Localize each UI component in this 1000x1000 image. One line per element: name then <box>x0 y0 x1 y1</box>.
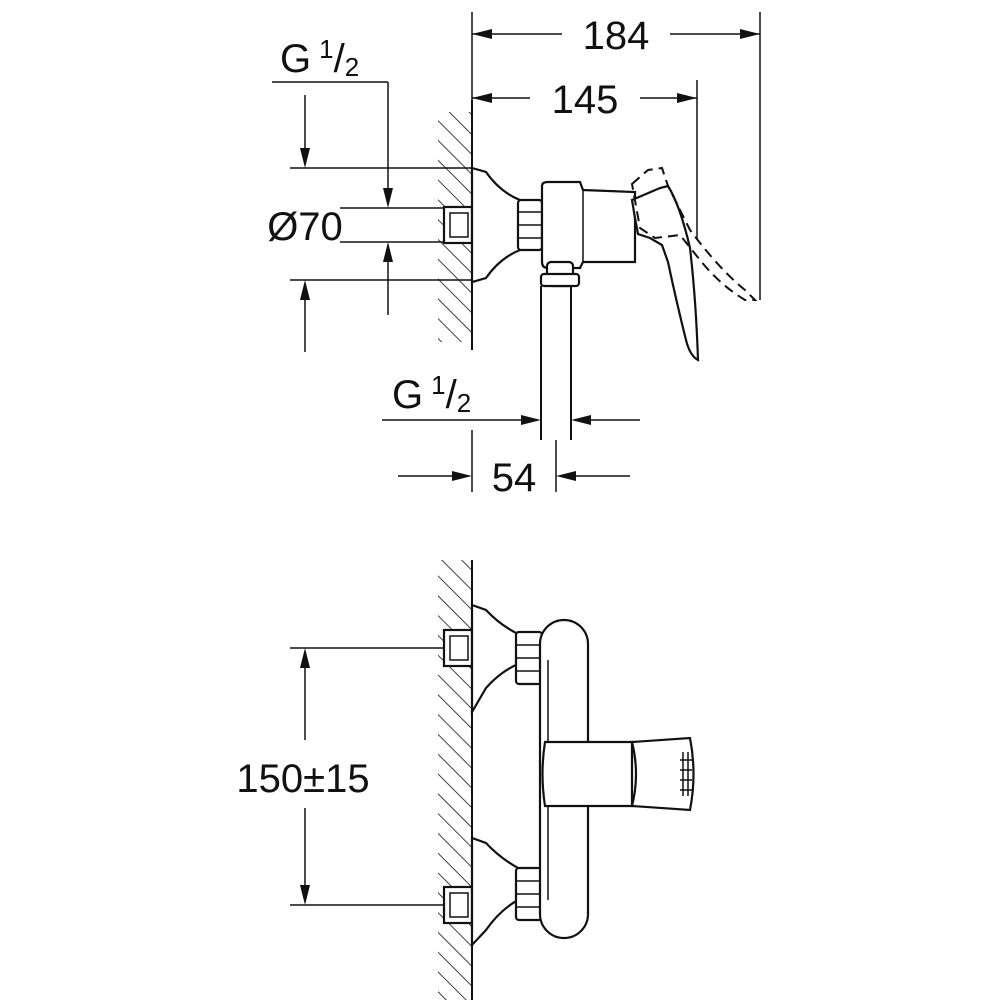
inlet-spacing-label: 150±15 <box>236 757 369 801</box>
side-handle-open-position <box>630 166 758 301</box>
dimension-184: 184 <box>471 12 761 300</box>
dimension-flange-diameter: Ø70 <box>267 95 472 352</box>
dimension-inlet-spacing: 150±15 <box>236 647 444 906</box>
side-flange <box>470 166 522 284</box>
side-handle <box>630 184 700 362</box>
side-connection-nut <box>516 198 544 252</box>
dimension-145: 145 <box>472 78 698 240</box>
dim-145-label: 145 <box>552 78 619 122</box>
side-mixer-body <box>540 180 637 270</box>
front-view: 150±15 <box>236 560 695 1000</box>
front-lower-connection <box>442 836 544 948</box>
front-upper-connection <box>442 603 544 717</box>
flange-diameter-label: Ø70 <box>267 205 343 249</box>
front-wall <box>438 560 473 1000</box>
side-inlet-nipple <box>442 205 474 245</box>
dim-184-label: 184 <box>583 14 650 58</box>
dim-54-label: 54 <box>492 456 537 500</box>
front-handle <box>541 736 695 812</box>
side-outlet <box>539 260 581 288</box>
dimension-54: 54 <box>398 430 630 500</box>
